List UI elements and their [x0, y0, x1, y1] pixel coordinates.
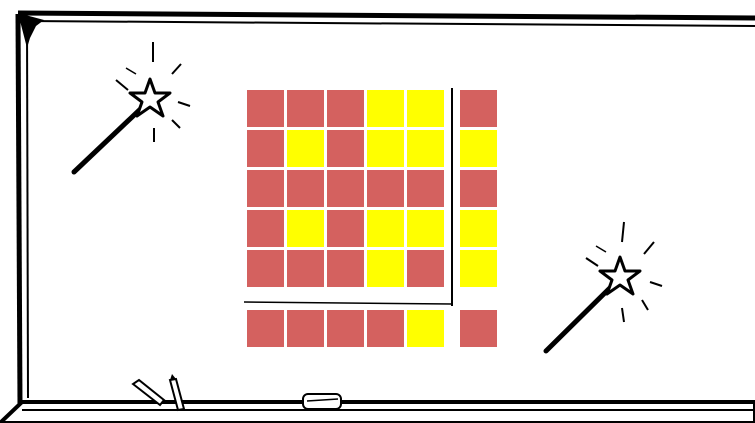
parity-column	[460, 90, 497, 287]
magic-wand-icon	[546, 222, 662, 351]
grid-cell-red	[247, 130, 284, 167]
grid-cell-red	[407, 250, 444, 287]
parity-cell-yellow	[460, 130, 497, 167]
grid-cell-red	[247, 250, 284, 287]
parity-cell-red	[460, 90, 497, 127]
grid-cell-yellow	[287, 210, 324, 247]
parity-cell-red	[367, 310, 404, 347]
grid-cell-red	[327, 170, 364, 207]
corner-shadow	[18, 13, 44, 48]
grid-cell-red	[327, 90, 364, 127]
grid-cell-red	[287, 90, 324, 127]
grid-cell-yellow	[407, 210, 444, 247]
parity-cell-red	[287, 310, 324, 347]
parity-cell-red	[460, 170, 497, 207]
grid-cell-red	[287, 250, 324, 287]
corner-cell-red	[460, 310, 497, 347]
grid-cell-red	[407, 170, 444, 207]
parity-cell-yellow	[460, 210, 497, 247]
grid-cell-red	[327, 210, 364, 247]
grid-cell-red	[247, 90, 284, 127]
grid-cell-red	[287, 170, 324, 207]
parity-cell-yellow	[460, 250, 497, 287]
chalk-ledge	[0, 402, 755, 423]
grid-cell-yellow	[407, 130, 444, 167]
grid-cell-yellow	[367, 210, 404, 247]
tile-grid	[247, 90, 444, 287]
parity-cell-red	[247, 310, 284, 347]
eraser-icon	[303, 394, 341, 409]
grid-cell-yellow	[367, 90, 404, 127]
grid-cell-red	[247, 210, 284, 247]
parity-cell-yellow	[407, 310, 444, 347]
grid-cell-red	[327, 130, 364, 167]
grid-cell-yellow	[287, 130, 324, 167]
grid-cell-yellow	[407, 90, 444, 127]
magic-wand-icon	[74, 42, 190, 172]
grid-cell-red	[327, 250, 364, 287]
grid-cell-red	[247, 170, 284, 207]
grid-cell-red	[367, 170, 404, 207]
parity-row	[247, 310, 497, 347]
grid-cell-yellow	[367, 130, 404, 167]
parity-cell-red	[327, 310, 364, 347]
grid-cell-yellow	[367, 250, 404, 287]
